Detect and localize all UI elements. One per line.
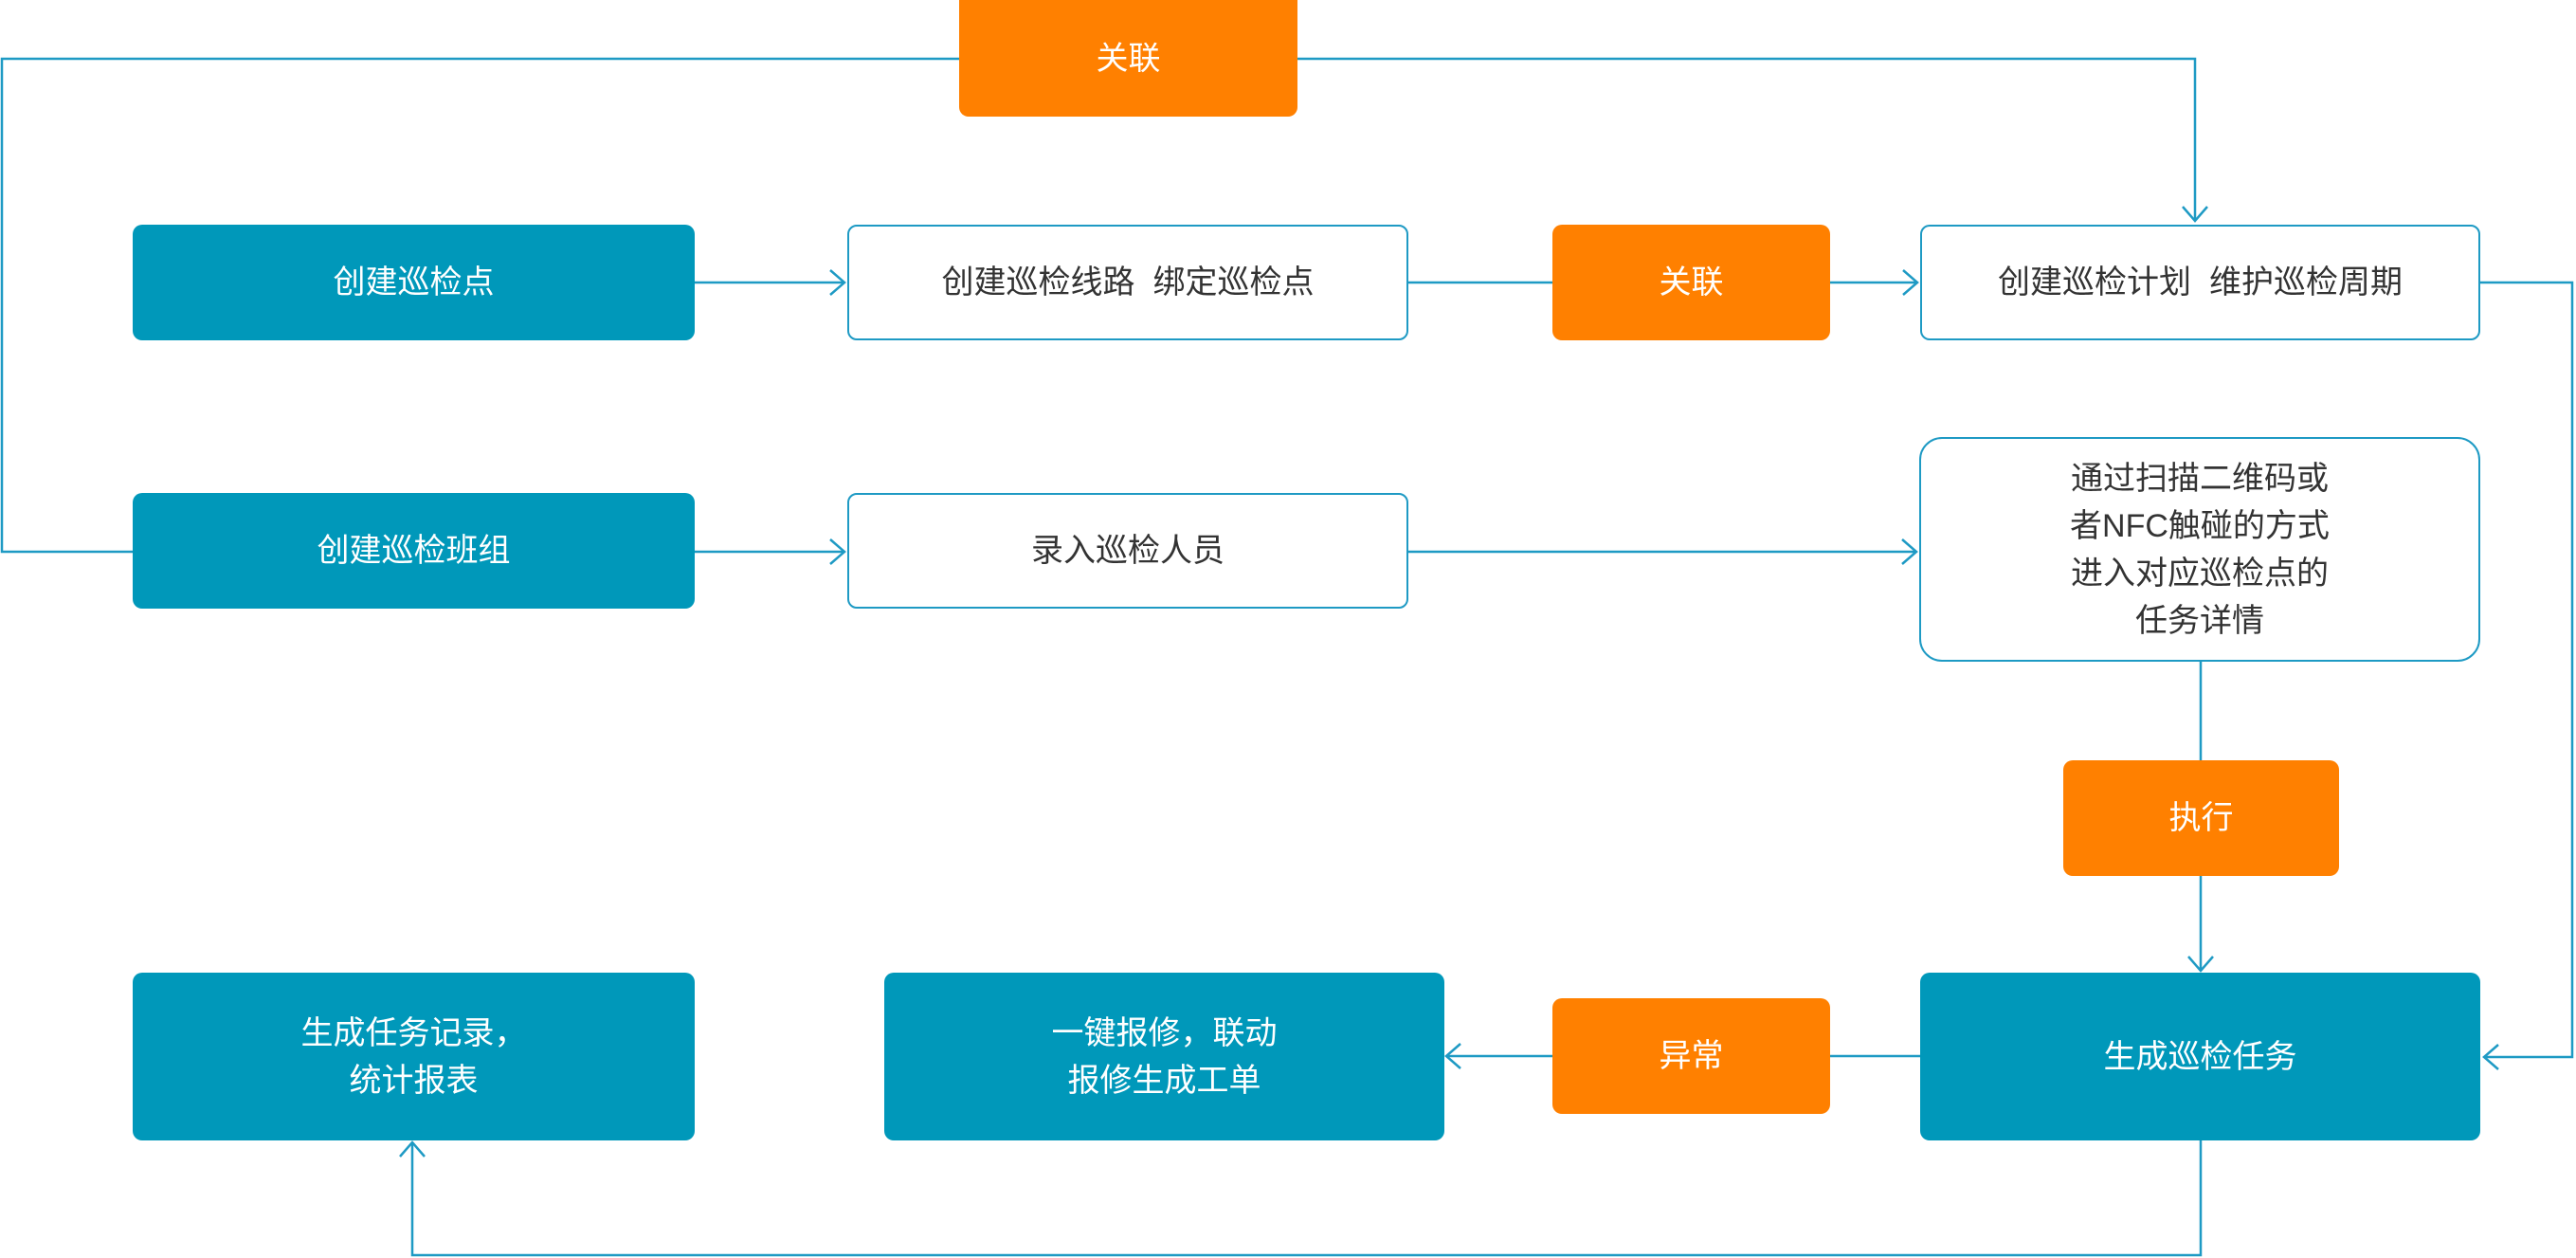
create-route-node: 创建巡检线路 绑定巡检点 <box>847 225 1408 340</box>
node-label: 创建巡检点 <box>333 264 495 301</box>
node-label: 关联 <box>1659 264 1724 301</box>
connector-plan-to-generate-task <box>2480 281 2574 1059</box>
node-label-line: 一键报修，联动 <box>1051 1014 1278 1051</box>
create-inspection-point-node: 创建巡检点 <box>133 225 695 340</box>
arrowhead-down-icon <box>2182 206 2208 223</box>
create-plan-node: 创建巡检计划 维护巡检周期 <box>1920 225 2480 340</box>
arrowhead-right-icon <box>1902 269 1919 296</box>
node-label-line: 任务详情 <box>2135 602 2264 639</box>
relate-top-node: 关联 <box>959 0 1297 117</box>
arrowhead-left-icon <box>2482 1044 2499 1070</box>
task-record-report-node: 生成任务记录， 统计报表 <box>133 973 695 1140</box>
node-label-line: 报修生成工单 <box>1067 1062 1261 1099</box>
connector-generate-task-to-record <box>410 1140 2203 1257</box>
node-label: 执行 <box>2168 800 2234 836</box>
repair-work-order-node: 一键报修，联动 报修生成工单 <box>884 973 1444 1140</box>
enter-staff-node: 录入巡检人员 <box>847 493 1408 609</box>
node-label: 异常 <box>1659 1038 1724 1074</box>
node-label-line: 通过扫描二维码或 <box>2071 460 2329 497</box>
arrowhead-down-icon <box>2187 956 2214 973</box>
node-label: 关联 <box>1096 40 1161 77</box>
node-label: 创建巡检计划 维护巡检周期 <box>1998 264 2403 301</box>
arrowhead-right-icon <box>1901 538 1918 565</box>
arrowhead-up-icon <box>399 1140 426 1158</box>
create-team-node: 创建巡检班组 <box>133 493 695 609</box>
exception-node: 异常 <box>1552 998 1830 1114</box>
execute-node: 执行 <box>2063 760 2339 876</box>
node-label: 录入巡检人员 <box>1031 533 1225 569</box>
node-label-line: 进入对应巡检点的 <box>2071 555 2329 592</box>
connector-relate-top-to-team <box>0 57 959 554</box>
relate-mid-node: 关联 <box>1552 225 1830 340</box>
arrowhead-right-icon <box>829 269 846 296</box>
scan-task-detail-node: 通过扫描二维码或 者NFC触碰的方式 进入对应巡检点的 任务详情 <box>1919 437 2480 662</box>
arrowhead-right-icon <box>829 538 846 565</box>
node-label: 创建巡检线路 绑定巡检点 <box>941 264 1315 301</box>
node-label: 创建巡检班组 <box>317 533 511 569</box>
node-label-line: 统计报表 <box>349 1062 479 1099</box>
connector-relate-top-to-plan <box>1297 57 2197 221</box>
generate-task-node: 生成巡检任务 <box>1920 973 2480 1140</box>
node-label-line: 生成任务记录， <box>300 1014 527 1051</box>
node-label-line: 者NFC触碰的方式 <box>2070 507 2330 544</box>
arrowhead-left-icon <box>1444 1043 1461 1069</box>
node-label: 生成巡检任务 <box>2103 1038 2297 1075</box>
